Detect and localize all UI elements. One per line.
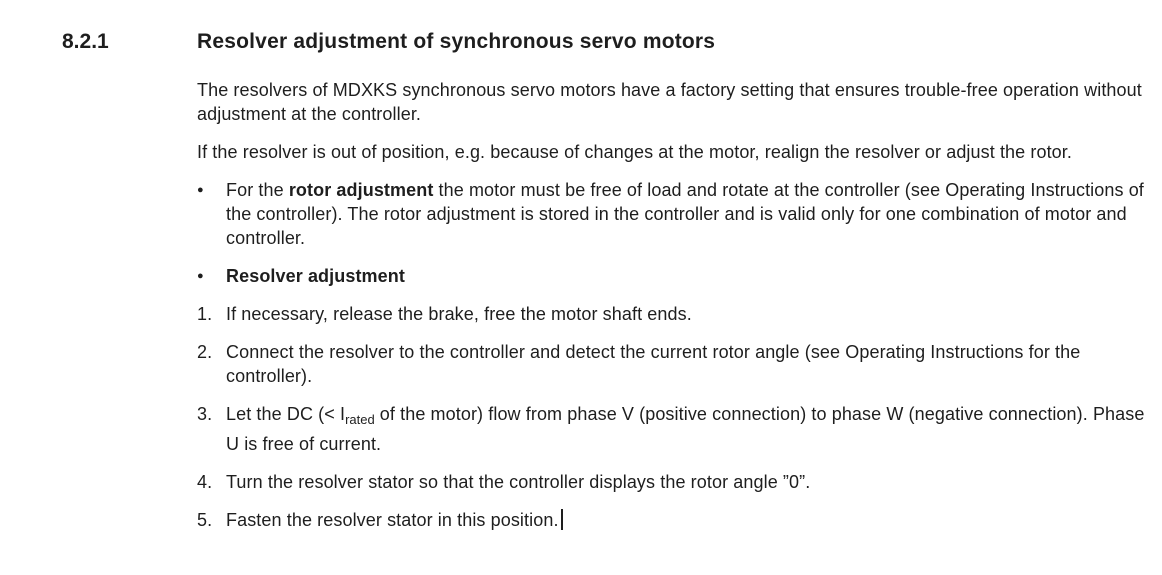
step-text: Turn the resolver stator so that the con… xyxy=(226,472,811,492)
step-text: If necessary, release the brake, free th… xyxy=(226,304,692,324)
bullet-text-before: For the xyxy=(226,180,289,200)
step-text: Fasten the resolver stator in this posit… xyxy=(226,508,1149,532)
bullet-item-rotor-adjustment: ● For the rotor adjustment the motor mus… xyxy=(197,178,1149,250)
paragraph-out-of-position: If the resolver is out of position, e.g.… xyxy=(197,142,1072,162)
section-number: 8.2.1 xyxy=(62,30,109,53)
step-number: 5. xyxy=(197,510,213,530)
bullet-marker-icon: ● xyxy=(197,270,204,282)
step-text: Let the DC (< Irated of the motor) flow … xyxy=(226,402,1149,456)
numbered-step-5: 5. Fasten the resolver stator in this po… xyxy=(197,508,1149,532)
step-text-content: Fasten the resolver stator in this posit… xyxy=(226,510,559,530)
bullet-item-resolver-adjustment: ● Resolver adjustment xyxy=(197,264,1149,288)
bullet-text: Resolver adjustment xyxy=(226,264,1149,288)
numbered-step-1: 1. If necessary, release the brake, free… xyxy=(197,302,1149,326)
step-text-post-subscript: of the motor) flow from phase V (positiv… xyxy=(226,404,1145,454)
step-number: 2. xyxy=(197,342,213,362)
numbered-step-2: 2. Connect the resolver to the controlle… xyxy=(197,340,1149,388)
bullet-text-after: the motor must be free of load and rotat… xyxy=(226,180,1144,248)
step-number: 1. xyxy=(197,304,213,324)
bullet-text: For the rotor adjustment the motor must … xyxy=(226,178,1149,250)
step-number: 3. xyxy=(197,404,213,424)
section-title: Resolver adjustment of synchronous servo… xyxy=(197,30,716,53)
text-caret xyxy=(560,509,563,530)
step-text-pre-subscript: Let the DC (< I xyxy=(226,404,346,424)
rated-current-subscript: rated xyxy=(345,412,375,427)
step-number: 4. xyxy=(197,472,213,492)
numbered-step-3: 3. Let the DC (< Irated of the motor) fl… xyxy=(197,402,1149,456)
bullet-text-bold: Resolver adjustment xyxy=(226,266,405,286)
paragraph-factory-setting: The resolvers of MDXKS synchronous servo… xyxy=(197,80,1142,124)
numbered-step-4: 4. Turn the resolver stator so that the … xyxy=(197,470,1149,494)
section-content: Resolver adjustment of synchronous servo… xyxy=(197,29,1149,546)
bullet-text-bold: rotor adjustment xyxy=(288,180,434,200)
bullet-marker-icon: ● xyxy=(197,184,204,196)
step-text: Connect the resolver to the controller a… xyxy=(226,342,1081,386)
